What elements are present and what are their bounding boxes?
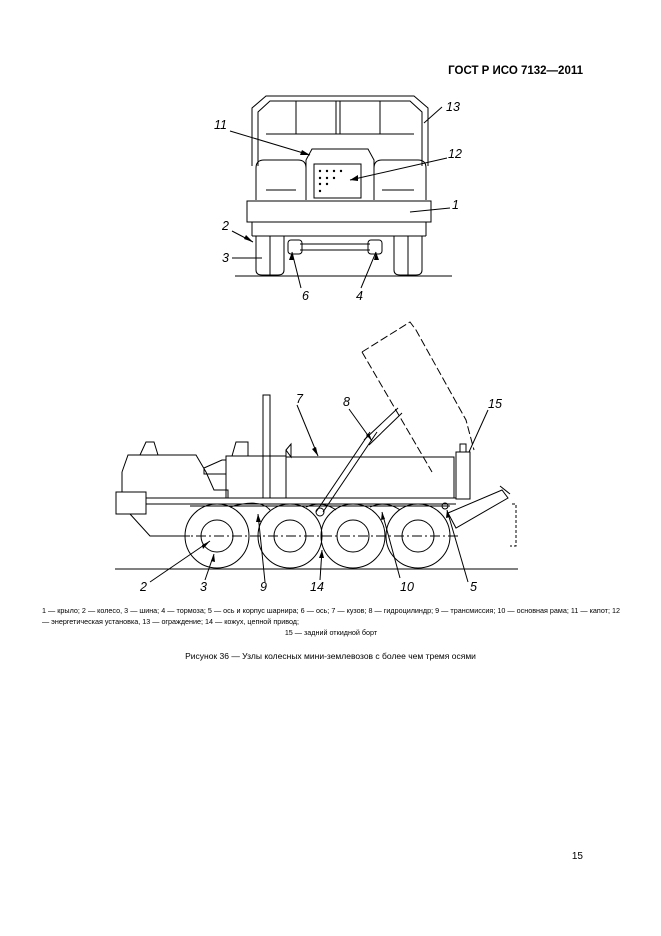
callout-4: 4 — [356, 289, 363, 303]
callout-1: 1 — [452, 198, 459, 212]
callout-13: 13 — [446, 100, 460, 114]
callout-7: 7 — [296, 392, 304, 406]
standard-designation: ГОСТ Р ИСО 7132—2011 — [448, 65, 583, 77]
legend-line-2: 15 — задний откидной борт — [284, 628, 378, 637]
callout-15: 15 — [488, 397, 502, 411]
callout-10: 10 — [400, 580, 414, 594]
callout-9: 9 — [260, 580, 267, 594]
callout-14: 14 — [310, 580, 324, 594]
legend-line-1: 1 — крыло; 2 — колесо, 3 — шина; 4 — тор… — [42, 606, 620, 626]
callout-3-side: 3 — [200, 580, 207, 594]
page-number: 15 — [571, 851, 583, 862]
callout-6: 6 — [302, 289, 309, 303]
callout-3: 3 — [222, 251, 229, 265]
figure-legend: 1 — крыло; 2 — колесо, 3 — шина; 4 — тор… — [42, 605, 620, 638]
callout-2: 2 — [221, 219, 229, 233]
callout-2-side: 2 — [139, 580, 147, 594]
front-view-drawing: 11 12 13 1 2 3 6 4 — [214, 0, 462, 303]
figure-caption: Рисунок 36 — Узлы колесных мини-землевоз… — [185, 651, 476, 661]
callout-11: 11 — [214, 118, 227, 132]
callout-5: 5 — [470, 580, 477, 594]
callout-8: 8 — [343, 395, 350, 409]
side-view-drawing: 7 8 15 2 3 9 14 10 5 — [0, 0, 661, 594]
callout-12: 12 — [448, 147, 462, 161]
